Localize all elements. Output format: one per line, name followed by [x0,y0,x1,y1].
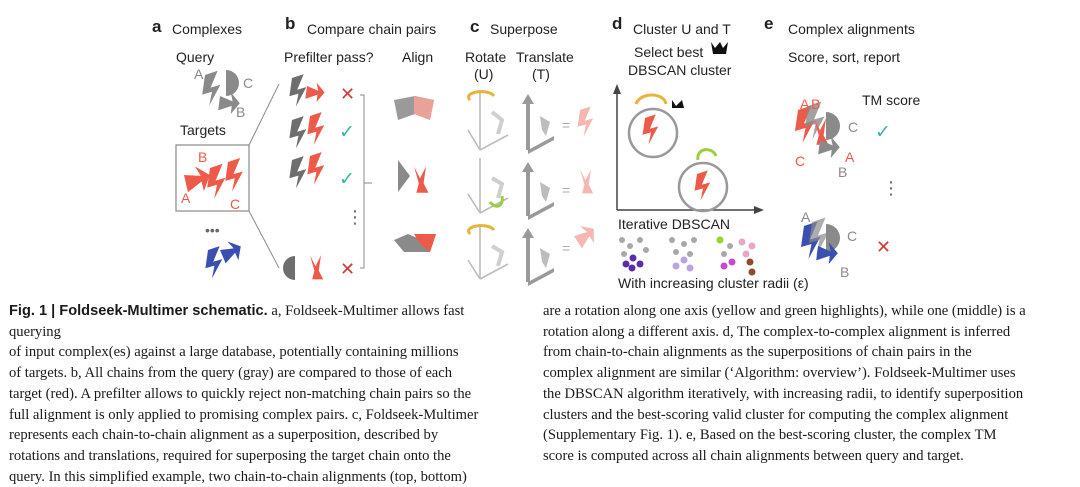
zoom-line-bottom [248,210,280,269]
caption-line: are a rotation along one axis (yellow an… [543,303,1026,319]
query-label: Query [176,49,215,65]
caption-line: rotation along a different axis. d, The … [543,323,1011,340]
caption-line: the DBSCAN algorithm iteratively, with i… [543,385,1024,402]
translate-label: Translate [516,49,574,65]
panel-e-title: Complex alignments [788,21,915,37]
score-sort-label: Score, sort, report [788,49,901,65]
align-column [394,96,436,252]
check-icon: ✓ [339,122,355,143]
targets-box [175,144,250,212]
prefilter-column [283,74,325,280]
panel-d-title: Cluster U and T [633,21,731,37]
align-label: Align [402,49,434,65]
cross-icon: ✕ [340,259,356,279]
dbscan-dots [619,236,756,276]
targets-label: Targets [180,122,226,138]
equals-sign: = [562,182,571,198]
caption-line: from chain-to-chain alignments as the su… [543,344,972,361]
panel-a-title: Complexes [172,21,243,37]
panel-c-letter: c [470,17,480,36]
e-chain-b-red: B [811,96,821,112]
tm-score-label: TM score [862,92,921,108]
panel-b-letter: b [285,14,296,33]
caption-line: of targets. b, All chains from the query… [9,365,453,382]
caption-line: represents each chain-to-chain alignment… [9,427,439,444]
iterative-dbscan-label: Iterative DBSCAN [618,216,731,232]
cluster-radii-label: With increasing cluster radii (ε) [618,275,809,291]
e-chain-b-gray-2: B [840,264,850,280]
caption-right-column: are a rotation along one axis (yellow an… [543,301,1073,467]
dbscan-cluster-label: DBSCAN cluster [628,62,732,78]
crown-icon [711,42,728,54]
query-chain-b-label: B [236,104,246,120]
rotate-symbol: (U) [474,66,494,82]
caption-line: score is computed across all chain align… [543,447,964,464]
rotate-column [466,90,509,280]
superposed-results [570,106,601,251]
zoom-line-top [248,83,280,146]
caption-line: full alignment is only applied to promis… [9,406,479,423]
cluster-circle-best [627,107,679,159]
caption-left-column: Fig. 1 | Foldseek-Multimer schematic. a,… [9,301,514,487]
target-chain-c-label: C [230,196,241,212]
more-targets-dots: ••• [205,222,220,238]
figure-graphics [175,42,840,286]
query-chain-a-label: A [194,66,204,82]
vertical-dots: ⋮ [882,178,900,198]
target-complex-blue [205,236,247,279]
e-chain-c-gray: C [848,119,859,135]
select-best-label: Select best [634,44,704,60]
crown-icon [672,100,684,108]
rotate-label: Rotate [465,49,507,65]
caption-line: query. In this simplified example, two c… [9,468,467,485]
query-chain-a [202,70,221,106]
panel-d-letter: d [612,14,623,33]
check-icon: ✓ [875,122,891,143]
check-icon: ✓ [339,169,355,190]
caption-line: of input complex(es) against a large dat… [9,344,459,361]
panel-c-title: Superpose [490,21,558,37]
translate-symbol: (T) [532,66,550,82]
complex-alignment-bottom [801,217,840,264]
panel-e-letter: e [764,14,774,33]
cluster-circle-other [677,161,729,213]
panel-b-title: Compare chain pairs [307,21,437,37]
prefilter-label: Prefilter pass? [284,49,374,65]
cross-icon: ✕ [340,84,356,104]
query-chain-c [226,70,239,96]
e-chain-a-red: A [800,96,810,112]
target-chain-b-label: B [198,149,208,165]
figure-schematic: a Complexes Query Targets ••• A C B B A … [152,14,921,291]
e-chain-a-gray: A [801,209,811,225]
e-chain-b-gray: B [838,164,848,180]
translate-column [522,94,554,286]
e-chain-c-gray-2: C [847,228,858,244]
equals-sign: = [562,240,571,256]
cross-icon: ✕ [876,237,892,257]
query-complex [202,70,240,114]
caption-line: target (red). A prefilter allows to quic… [9,385,472,402]
target-chain-a-label: A [181,190,191,206]
caption-text: a, Foldseek-Multimer allows fast queryin… [9,303,465,340]
cluster-plot [613,84,764,214]
complex-alignment-top [795,101,840,158]
caption-line: (Supplementary Fig. 1). e, Based on the … [543,427,997,444]
panel-a-letter: a [152,17,162,36]
caption-line: complex alignment are similar (‘Algorith… [543,365,1016,382]
vertical-dots: ⋮ [346,207,364,227]
caption-line: Fig. 1 | Foldseek-Multimer schematic. a,… [9,301,514,342]
equals-sign: = [562,117,571,133]
caption-line: rotations and translations, required for… [9,447,451,464]
caption-line: clusters and the best-scoring valid clus… [543,406,1009,423]
query-chain-c-label: C [243,75,254,91]
e-chain-a-red-2: A [845,149,855,165]
e-chain-c-red: C [795,153,806,169]
figure-title: Fig. 1 | Foldseek-Multimer schematic. [9,303,268,319]
